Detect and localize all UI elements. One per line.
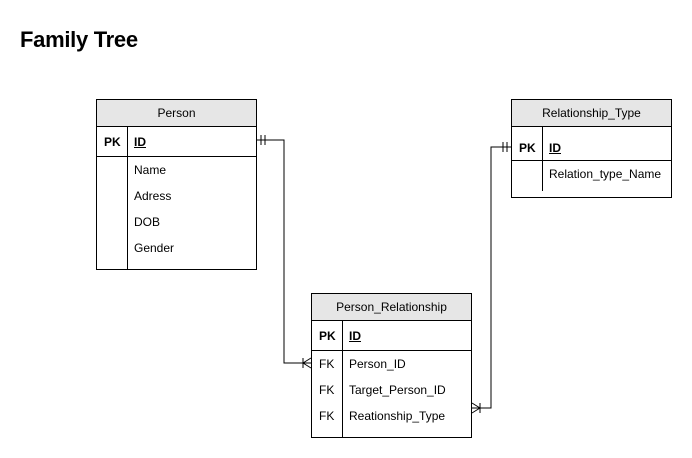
foreign-key-person-id: Person_ID bbox=[349, 357, 406, 371]
pk-row: PK ID bbox=[312, 321, 471, 351]
attribute-relation-type-name: Relation_type_Name bbox=[549, 167, 662, 181]
pk-field: ID bbox=[349, 329, 361, 343]
pk-row: PK ID bbox=[512, 127, 671, 161]
crows-foot-mark bbox=[471, 402, 481, 409]
column-divider bbox=[542, 127, 543, 191]
crows-foot-mark bbox=[302, 362, 312, 369]
foreign-key-target-person-id: Target_Person_ID bbox=[349, 383, 446, 397]
attribute-adress: Adress bbox=[134, 189, 172, 203]
foreign-key-relationship-type: Reationship_Type bbox=[349, 409, 446, 423]
entity-header: Relationship_Type bbox=[512, 100, 671, 127]
entity-header: Person_Relationship bbox=[312, 294, 471, 321]
diagram-title: Family Tree bbox=[20, 27, 138, 52]
pk-row: PK ID bbox=[97, 127, 256, 157]
crows-foot-mark bbox=[471, 407, 481, 414]
column-divider bbox=[342, 321, 343, 437]
column-divider bbox=[127, 127, 128, 269]
pk-field: ID bbox=[549, 141, 561, 155]
crows-foot-mark bbox=[302, 357, 312, 364]
pk-label: PK bbox=[519, 141, 536, 155]
fk-label: FK bbox=[319, 409, 335, 423]
pk-label: PK bbox=[319, 329, 336, 343]
entity-person[interactable]: Person PK ID Name Adress DOB Gender bbox=[96, 99, 257, 270]
connector-relationship-type-to-person-relationship[interactable] bbox=[471, 142, 511, 414]
pk-field: ID bbox=[134, 135, 146, 149]
attribute-dob: DOB bbox=[134, 215, 161, 229]
fk-label: FK bbox=[319, 383, 335, 397]
fk-label: FK bbox=[319, 357, 335, 371]
attribute-name: Name bbox=[134, 163, 167, 177]
connector-person-to-person-relationship[interactable] bbox=[257, 135, 312, 369]
entity-person-relationship[interactable]: Person_Relationship PK ID FK Person_ID F… bbox=[311, 293, 472, 438]
attribute-gender: Gender bbox=[134, 241, 175, 255]
pk-label: PK bbox=[104, 135, 121, 149]
entity-header: Person bbox=[97, 100, 256, 127]
entity-relationship-type[interactable]: Relationship_Type PK ID Relation_type_Na… bbox=[511, 99, 672, 198]
